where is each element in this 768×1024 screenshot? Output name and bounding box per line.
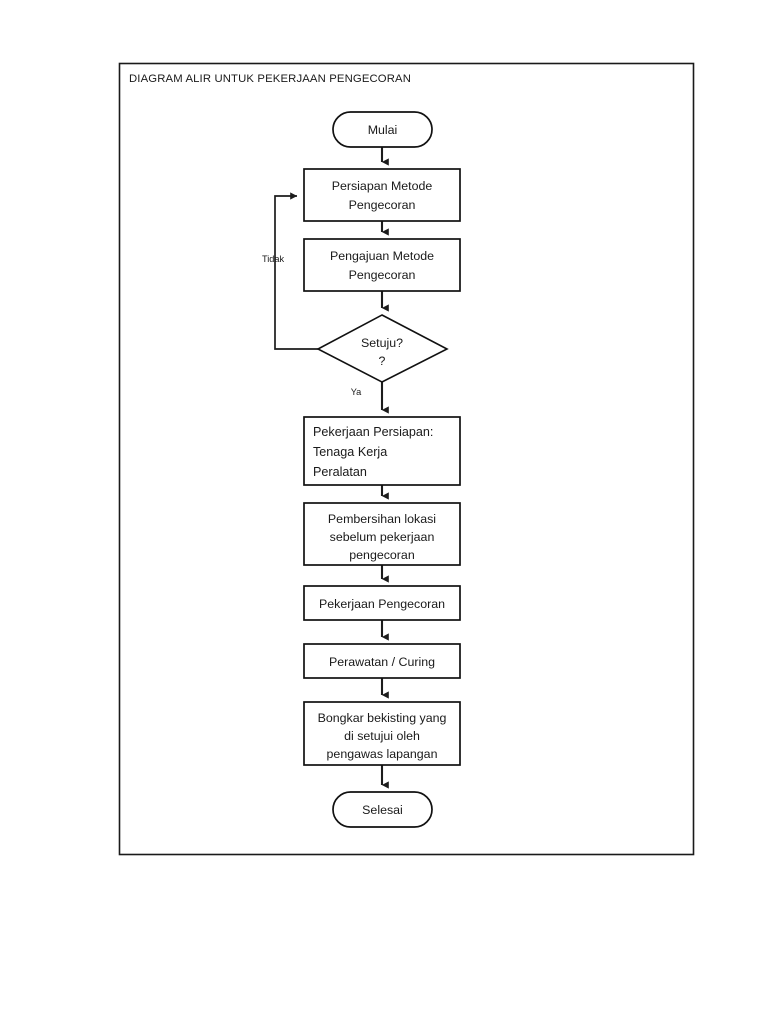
- node-perawatan-label: Perawatan / Curing: [329, 655, 435, 669]
- node-kerja-persiapan-line2: Tenaga Kerja: [313, 445, 387, 459]
- node-start-label: Mulai: [368, 123, 398, 137]
- edge-label-ya: Ya: [351, 387, 362, 397]
- node-end[interactable]: [332, 791, 433, 828]
- node-pengecoran[interactable]: [303, 585, 461, 621]
- node-decision-line1: Setuju?: [361, 336, 403, 350]
- node-pengajuan-line2: Pengecoran: [349, 268, 416, 282]
- node-pengajuan-line1: Pengajuan Metode: [330, 249, 434, 263]
- node-persiapan-line2: Pengecoran: [349, 198, 416, 212]
- node-bongkar-line2: di setujui oleh: [344, 729, 420, 743]
- node-decision-setuju[interactable]: [316, 314, 449, 383]
- node-kerja-persiapan[interactable]: [303, 416, 461, 486]
- node-pembersihan-line2: sebelum pekerjaan: [330, 530, 435, 544]
- node-persiapan[interactable]: [303, 168, 461, 222]
- node-bongkar[interactable]: [303, 701, 461, 766]
- page-title: DIAGRAM ALIR UNTUK PEKERJAAN PENGECORAN: [129, 73, 411, 85]
- node-end-label: Selesai: [362, 803, 403, 817]
- node-pembersihan-line3: pengecoran: [349, 548, 415, 562]
- edge-setuju-persiapan-loop: [274, 192, 318, 350]
- node-pembersihan-line1: Pembersihan lokasi: [328, 512, 436, 526]
- node-persiapan-line1: Persiapan Metode: [332, 179, 433, 193]
- node-kerja-persiapan-line3: Peralatan: [313, 465, 367, 479]
- node-kerja-persiapan-line1: Pekerjaan Persiapan:: [313, 425, 433, 439]
- node-decision-line2: ?: [379, 354, 386, 368]
- node-pengajuan[interactable]: [303, 238, 461, 292]
- edge-label-tidak: Tidak: [262, 254, 285, 264]
- node-bongkar-line1: Bongkar bekisting yang: [318, 711, 447, 725]
- node-bongkar-line3: pengawas lapangan: [327, 747, 438, 761]
- node-start[interactable]: [332, 111, 433, 148]
- node-pembersihan[interactable]: [303, 502, 461, 566]
- node-perawatan[interactable]: [303, 643, 461, 679]
- node-pengecoran-label: Pekerjaan Pengecoran: [319, 597, 445, 611]
